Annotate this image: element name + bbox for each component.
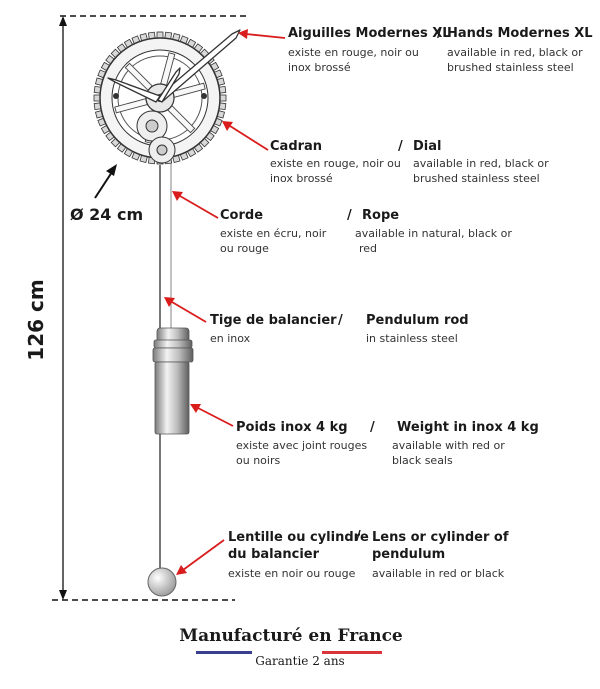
lens-en-sub: available in red or black [372,567,505,580]
gear-train-shape [136,110,176,164]
lens-fr-sub: existe en noir ou rouge [228,567,356,580]
flag-blue-stripe [196,651,252,654]
lens-shape [147,567,177,597]
diameter-arrow [94,164,117,199]
weight-fr-title: Poids inox 4 kg [236,420,348,435]
rod-separator: / [338,313,343,328]
rod-fr-title: Tige de balancier [210,313,337,328]
height-label: 126 cm [24,279,48,361]
hands-separator: / [437,26,442,41]
rope-separator: / [347,208,352,223]
weight-separator: / [370,420,375,435]
dial-en-title: Dial [413,139,442,154]
rope-en-title: Rope [362,208,400,223]
flag-red-stripe [322,651,382,654]
footer-title: Manufacturé en France [179,626,403,646]
footer-subtitle: Garantie 2 ans [255,654,345,668]
dial-separator: / [398,139,403,154]
hands-fr-title: Aiguilles Modernes XL [288,26,451,41]
height-dimension [52,15,248,601]
dial-fr-title: Cadran [270,139,323,154]
diameter-label: Ø 24 cm [70,205,144,224]
rod-fr-sub: en inox [210,332,251,345]
callout-arrows [164,29,286,575]
rope-fr-title: Corde [220,208,264,223]
lens-separator: / [356,529,361,544]
hands-en-title: Hands Modernes XL [447,26,593,41]
weight-shape [152,327,194,435]
rod-en-title: Pendulum rod [366,313,469,328]
rod-en-sub: in stainless steel [366,332,458,345]
hands-shape [107,29,241,103]
weight-en-title: Weight in inox 4 kg [397,420,539,435]
